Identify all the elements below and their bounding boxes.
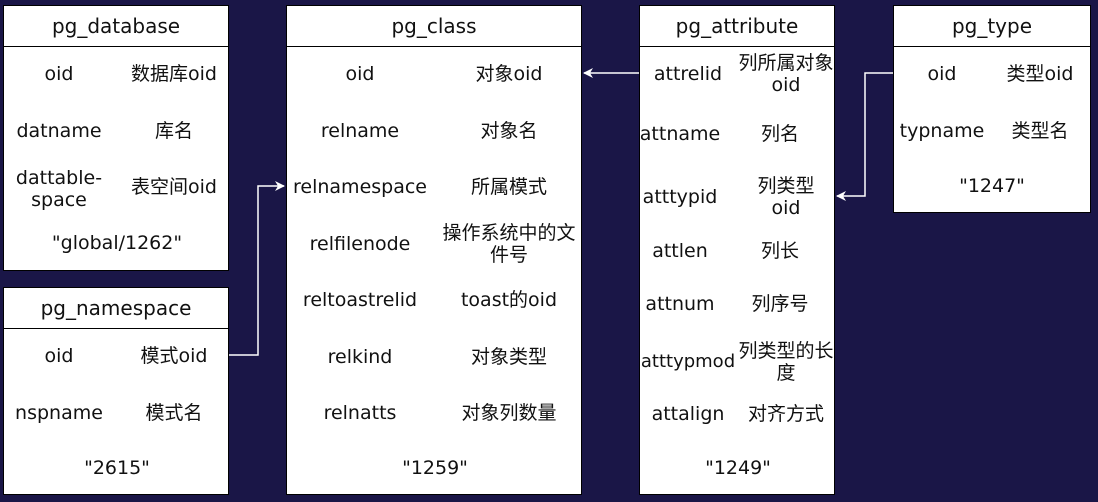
field-name: attrelid — [653, 63, 723, 85]
field-name: relname — [320, 120, 400, 142]
field-name: typname — [899, 120, 985, 142]
table-footer: "1247" — [959, 175, 1025, 197]
table-pg-attribute: pg_attribute attrelid 列所属对象oid attname 列… — [639, 5, 835, 495]
field-desc: 表空间oid — [131, 176, 217, 198]
field-name: attlen — [652, 240, 708, 262]
table-footer: "1259" — [402, 457, 468, 479]
field-name: relnamespace — [293, 176, 427, 198]
field-desc: 对象类型 — [470, 346, 548, 368]
table-title: pg_attribute — [640, 6, 834, 47]
field-name: datname — [16, 120, 102, 142]
field-desc: 对象oid — [475, 63, 543, 85]
field-name: relnatts — [323, 402, 397, 424]
table-pg-database: pg_database oid 数据库oid datname 库名 dattab… — [3, 5, 229, 271]
table-pg-type: pg_type oid 类型oid typname 类型名 "1247" — [893, 5, 1091, 213]
table-footer: "2615" — [84, 457, 150, 479]
table-title: pg_database — [4, 6, 228, 47]
field-desc: 对象列数量 — [461, 402, 557, 424]
table-title: pg_class — [287, 6, 581, 47]
field-name: oid — [44, 345, 74, 367]
field-desc: 所属模式 — [470, 176, 548, 198]
field-name: attname — [639, 123, 721, 145]
field-name: oid — [44, 63, 74, 85]
field-name: reltoastrelid — [302, 289, 418, 311]
field-desc: 列所属对象oid — [738, 52, 834, 96]
field-desc: 模式oid — [140, 345, 208, 367]
field-name: oid — [927, 63, 957, 85]
field-name: atttypmod — [640, 351, 736, 372]
field-name: relfilenode — [309, 233, 411, 255]
connector-type-to-attribute — [836, 72, 893, 201]
connector-namespace-to-class — [229, 181, 285, 356]
table-pg-namespace: pg_namespace oid 模式oid nspname 模式名 "2615… — [3, 287, 229, 495]
field-name: nspname — [15, 402, 103, 424]
field-name: dattable-space — [15, 167, 103, 211]
field-desc: 类型名 — [1011, 120, 1069, 142]
field-desc: 对象名 — [480, 120, 538, 142]
field-desc: 列类型的长度 — [738, 340, 834, 384]
field-desc: 列名 — [760, 123, 800, 145]
field-desc: 列长 — [760, 240, 800, 262]
table-pg-class: pg_class oid 对象oid relname 对象名 relnamesp… — [286, 5, 582, 495]
table-footer: "1249" — [705, 457, 771, 479]
field-desc: 对齐方式 — [747, 403, 825, 425]
field-desc: 库名 — [154, 120, 194, 142]
table-title: pg_namespace — [4, 288, 228, 329]
field-desc: toast的oid — [460, 289, 558, 311]
field-name: atttypid — [642, 186, 718, 208]
field-desc: 数据库oid — [131, 63, 217, 85]
field-desc: 操作系统中的文件号 — [442, 222, 576, 266]
field-desc: 列序号 — [751, 293, 809, 315]
table-footer: "global/1262" — [51, 232, 183, 254]
field-desc: 模式名 — [145, 402, 203, 424]
field-name: attalign — [651, 403, 725, 425]
table-title: pg_type — [894, 6, 1090, 47]
field-name: oid — [345, 63, 375, 85]
field-name: attnum — [645, 293, 715, 315]
field-desc: 列类型oid — [757, 175, 815, 219]
field-name: relkind — [327, 346, 393, 368]
field-desc: 类型oid — [1006, 63, 1074, 85]
